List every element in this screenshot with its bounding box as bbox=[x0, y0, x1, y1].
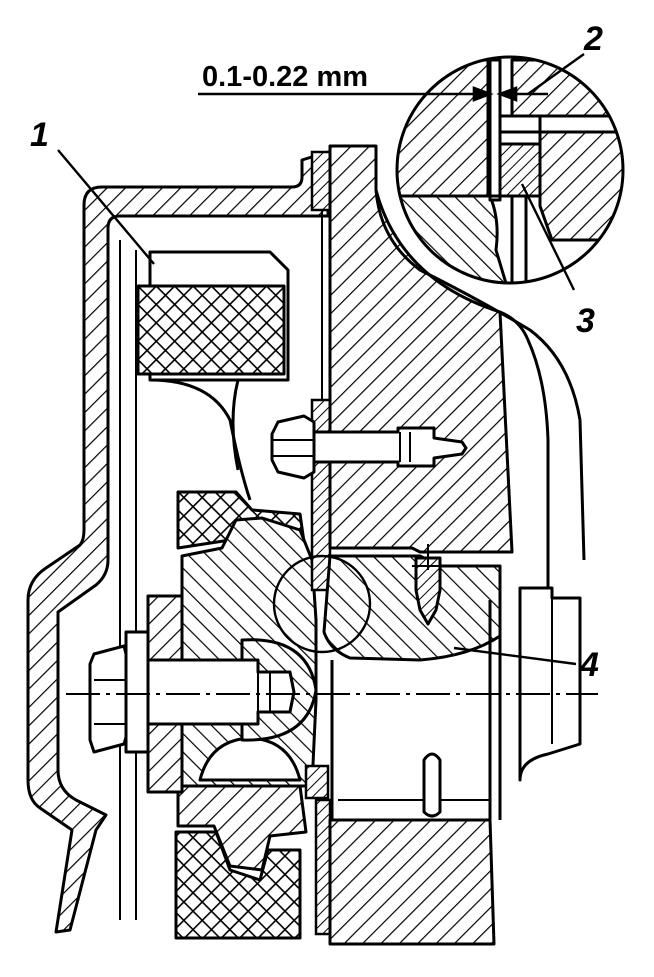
detail-reference-circle bbox=[272, 554, 372, 654]
callout-2: 2 bbox=[583, 20, 603, 58]
clearance-label: 0.1-0.22 mm bbox=[202, 61, 368, 93]
leader-lines bbox=[57, 53, 585, 666]
pulley-housing bbox=[26, 150, 330, 934]
center-bolt bbox=[88, 594, 318, 794]
detail-inset bbox=[395, 55, 625, 285]
callout-4: 4 bbox=[579, 646, 599, 684]
callout-1: 1 bbox=[30, 116, 49, 154]
callout-3: 3 bbox=[576, 302, 595, 340]
clearance-dimension bbox=[198, 86, 548, 102]
gasket-strip bbox=[304, 150, 332, 936]
upper-bolt bbox=[270, 414, 468, 480]
